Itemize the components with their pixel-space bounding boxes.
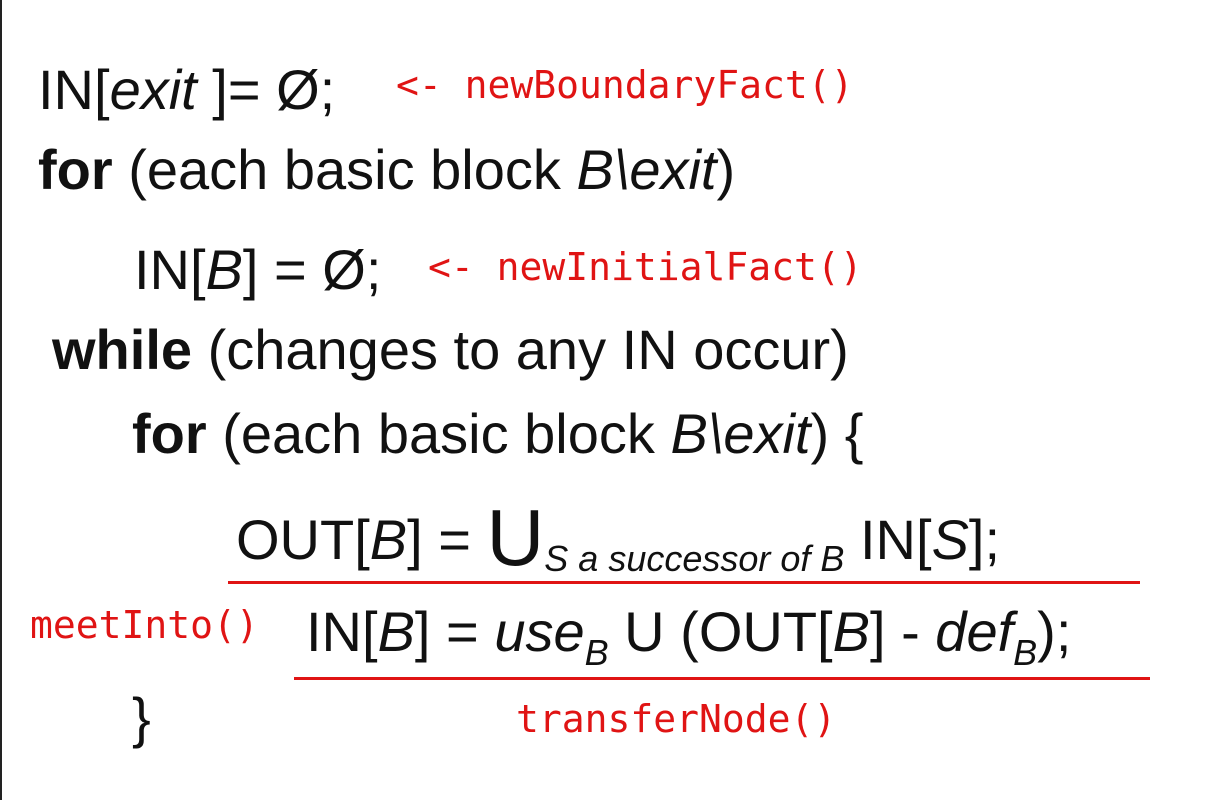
block-var: B\exit (670, 402, 811, 465)
union-out: U (OUT[ (608, 600, 833, 663)
algorithm-line-for-init: for (each basic block B\exit) (38, 142, 735, 198)
out-prefix: OUT[ (236, 508, 370, 571)
closing-brace: } (132, 686, 151, 749)
algorithm-line-in-equation: IN[B] = useB U (OUT[B] - defB); (306, 604, 1071, 671)
exit-var: exit (109, 58, 197, 121)
algorithm-line-boundary: IN[exit ]= Ø; (38, 62, 335, 118)
out-mid: ] = (407, 508, 487, 571)
tail-prefix: IN[ (844, 508, 932, 571)
b-var-2: B (832, 600, 870, 663)
block-var: B\exit (576, 138, 717, 201)
for-close: ) { (810, 402, 864, 465)
b-var: B (377, 600, 415, 663)
use-term: use (494, 600, 585, 663)
union-symbol: U (486, 493, 545, 582)
new-initial-fact-annotation: <- newInitialFact() (428, 245, 863, 289)
b-var: B (205, 238, 243, 301)
for-text: (each basic block (206, 402, 671, 465)
transfer-node-annotation: transferNode() (516, 697, 837, 741)
in-prefix: IN[ (306, 600, 378, 663)
while-keyword: while (52, 318, 193, 381)
algorithm-line-initial: IN[B] = Ø; (134, 242, 381, 298)
meet-into-annotation: meetInto() (30, 603, 259, 647)
algorithm-line-out-equation: OUT[B] = US a successor of B IN[S]; (236, 498, 1000, 578)
in-prefix: IN[ (38, 58, 110, 121)
for-keyword: for (132, 402, 207, 465)
def-subscript: B (1013, 632, 1038, 673)
equation-end: ); (1037, 600, 1072, 663)
def-term: def (935, 600, 1014, 663)
b-var: B (369, 508, 408, 571)
s-var: S (931, 508, 969, 571)
for-close: ) (716, 138, 736, 201)
transfer-underline (294, 677, 1150, 680)
while-text: (changes to any IN occur) (192, 318, 849, 381)
in-suffix: ] = Ø; (242, 238, 382, 301)
in-mid: ] = (414, 600, 495, 663)
new-boundary-fact-annotation: <- newBoundaryFact() (396, 63, 854, 107)
tail-suffix: ]; (968, 508, 1001, 571)
meet-underline (228, 581, 1140, 584)
algorithm-line-while: while (changes to any IN occur) (52, 322, 849, 378)
in-prefix: IN[ (134, 238, 206, 301)
use-subscript: B (584, 632, 609, 673)
successor-subscript: S a successor of B (544, 538, 845, 579)
for-keyword: for (38, 138, 113, 201)
in-suffix: ]= Ø; (196, 58, 336, 121)
minus-text: ] - (869, 600, 936, 663)
algorithm-line-for-loop: for (each basic block B\exit) { (132, 406, 863, 462)
left-border (0, 0, 2, 800)
for-text: (each basic block (112, 138, 577, 201)
